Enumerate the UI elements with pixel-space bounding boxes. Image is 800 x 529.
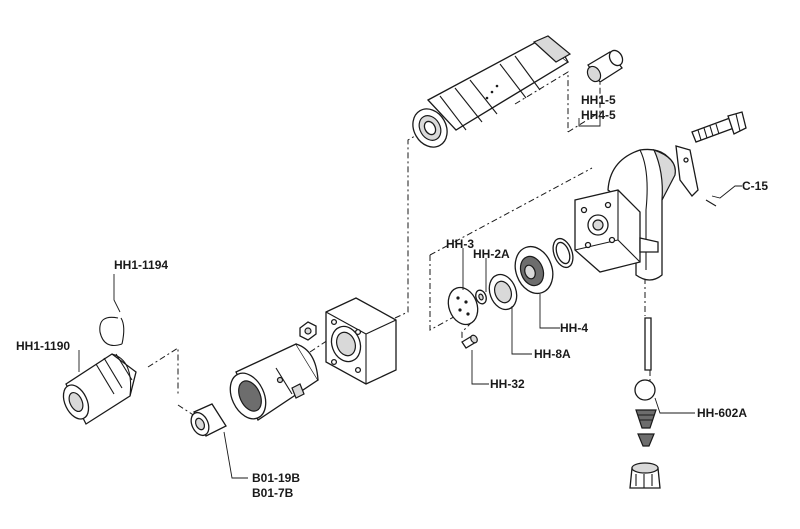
label-hh-4: HH-4	[560, 321, 588, 335]
label-hh-3: HH-3	[446, 237, 474, 251]
housing-sleeve	[229, 343, 319, 421]
leader-lines	[78, 112, 742, 479]
label-hh-8a: HH-8A	[534, 347, 571, 361]
handle-body	[574, 148, 676, 281]
label-b01-19b: B01-19B	[252, 471, 300, 485]
barrel-cylinder	[412, 35, 572, 148]
plate-part	[447, 286, 479, 326]
bushing-part	[190, 403, 227, 437]
flange-block	[325, 297, 397, 385]
gasket-ring	[552, 237, 574, 269]
pin-part	[461, 334, 478, 349]
label-hh-2a: HH-2A	[473, 247, 510, 261]
nut-part	[299, 321, 317, 341]
label-hh1-1194: HH1-1194	[114, 258, 168, 272]
label-hh-32: HH-32	[490, 377, 525, 391]
label-c-15: C-15	[742, 179, 768, 193]
label-hh4-5: HH4-5	[581, 108, 616, 122]
label-b01-7b: B01-7B	[252, 486, 294, 500]
part-labels: HH1-5 HH4-5 C-15 HH1-1194 HH-3 HH-2A HH1…	[16, 93, 768, 500]
label-hh1-5: HH1-5	[581, 93, 616, 107]
valve-cover-part	[488, 273, 518, 311]
port-hole	[495, 84, 499, 88]
port-hole	[485, 96, 489, 100]
retainer-nozzle	[62, 353, 137, 425]
trigger-lever	[675, 145, 717, 207]
bottom-valve-stack	[629, 317, 661, 489]
bolt-part	[691, 111, 747, 143]
piston-part	[586, 49, 624, 83]
retainer-ring	[99, 316, 125, 347]
washer-part	[475, 289, 487, 305]
valve-part	[514, 245, 554, 295]
label-hh1-1190: HH1-1190	[16, 339, 70, 353]
label-hh-602a: HH-602A	[697, 406, 747, 420]
port-hole	[490, 90, 494, 94]
